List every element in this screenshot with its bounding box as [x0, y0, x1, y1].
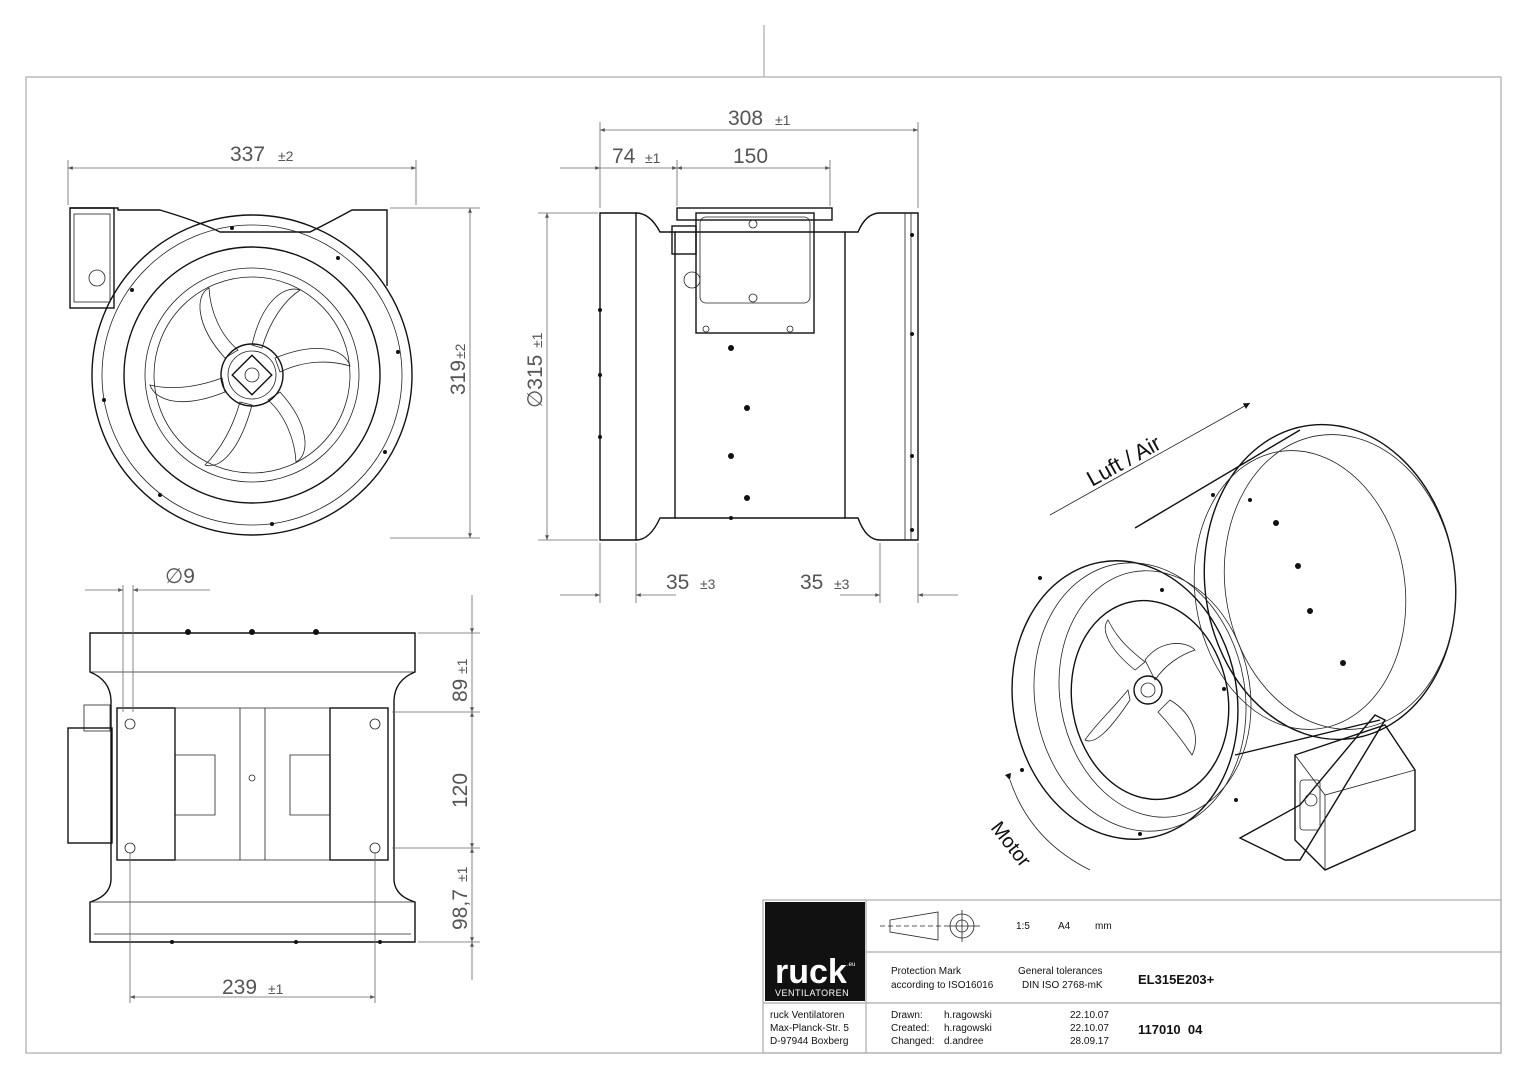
side-right-flange: [844, 212, 919, 541]
dim-box-width: 150: [733, 145, 768, 168]
general-tolerances: General tolerances: [1018, 966, 1103, 977]
title-block: ruck .eu VENTILATOREN 1:5 A4 mm Protecti…: [762, 899, 1502, 1054]
dim-diameter: ∅315: [524, 355, 547, 408]
logo-text: ruck: [775, 953, 847, 991]
changed-date: 28.09.17: [1070, 1036, 1109, 1047]
front-view: [69, 207, 413, 536]
tolerance-standard: DIN ISO 2768-mK: [1022, 980, 1103, 991]
created-date: 22.10.07: [1070, 1023, 1109, 1034]
side-mount-plate: [676, 207, 833, 221]
dim-flange-right-tol: ±3: [834, 576, 850, 592]
isometric-view: Luft / Air: [986, 402, 1457, 872]
iso-impeller-icon: [1084, 619, 1196, 756]
side-view: [598, 207, 919, 541]
motor-label: Motor: [986, 818, 1035, 872]
iso-front-ring: [1011, 560, 1239, 840]
drawn-date: 22.10.07: [1070, 1010, 1109, 1021]
drawn-label: Drawn:: [891, 1010, 923, 1021]
dim-front-width: 337: [230, 143, 265, 166]
company-city: D-97944 Boxberg: [770, 1036, 848, 1047]
dim-bottom-mid: 120: [449, 773, 472, 808]
units: mm: [1095, 921, 1112, 932]
company-street: Max-Planck-Str. 5: [770, 1023, 849, 1034]
ruck-logo: [765, 902, 865, 1001]
dim-front-width-tol: ±2: [278, 148, 294, 164]
dim-bottom-width-tol: ±1: [268, 981, 284, 997]
created-label: Created:: [891, 1023, 929, 1034]
front-cable-gland-icon: [88, 269, 106, 287]
dim-bottom-top: 89: [449, 679, 472, 702]
dim-bottom-low: 98,7: [449, 889, 472, 930]
airflow-label: Luft / Air: [1082, 430, 1165, 491]
side-terminal-box: [695, 212, 815, 334]
created-by: h.ragowski: [944, 1023, 992, 1034]
iso-terminal-box: [1294, 724, 1416, 871]
scale: 1:5: [1016, 921, 1030, 932]
dim-flange-left-tol: ±3: [700, 576, 716, 592]
product-code: EL315E203+: [1138, 972, 1215, 987]
bottom-mount-bracket: [174, 707, 331, 861]
dim-side-length-tol: ±1: [775, 112, 791, 128]
bottom-housing-outline: [89, 632, 416, 943]
bottom-dimensions: ∅9 89 ±1 120 98,7 ±1 239 ±1: [85, 565, 480, 1003]
dim-side-length: 308: [728, 107, 763, 130]
front-outer-ring: [91, 214, 413, 536]
changed-by: d.andree: [944, 1036, 984, 1047]
bottom-view: [67, 629, 416, 944]
bottom-cable-gland-icon: [83, 704, 111, 732]
dim-box-offset-tol: ±1: [645, 150, 661, 166]
front-dimensions: 337 ±2 319 ±2: [67, 143, 480, 539]
dim-flange-left: 35: [666, 571, 689, 594]
front-hub-nut: [231, 354, 273, 396]
dim-front-height: 319: [447, 360, 470, 395]
paper-size: A4: [1058, 921, 1071, 932]
dim-flange-right: 35: [800, 571, 823, 594]
dim-diameter-tol: ±1: [529, 332, 545, 348]
dim-bottom-low-tol: ±1: [454, 866, 470, 882]
side-cable-gland-icon: [671, 225, 697, 255]
side-dimensions: 308 ±1 74 ±1 150 ∅315 ±1 35 ±3 35 ±3: [524, 107, 958, 603]
protection-standard: according to ISO16016: [891, 980, 994, 991]
motor-rotation-arrow-icon: [1004, 772, 1091, 871]
side-left-flange: [599, 212, 637, 541]
front-housing-outline: [70, 207, 388, 286]
dim-hole-dia: ∅9: [165, 565, 195, 588]
logo-subtitle: VENTILATOREN: [775, 988, 849, 998]
protection-mark: Protection Mark: [891, 966, 962, 977]
impeller-icon: [149, 287, 351, 467]
bottom-terminal-box: [67, 727, 113, 844]
drawn-by: h.ragowski: [944, 1010, 992, 1021]
dim-front-height-tol: ±2: [452, 343, 468, 359]
changed-label: Changed:: [891, 1036, 934, 1047]
drawing-number: 117010 04: [1138, 1022, 1203, 1037]
logo-sup: .eu: [847, 962, 855, 968]
dim-bottom-width: 239: [222, 976, 257, 999]
dim-bottom-top-tol: ±1: [454, 658, 470, 674]
projection-symbol-icon: [880, 910, 980, 942]
front-terminal-box: [69, 207, 115, 309]
airflow-arrow-icon: [1049, 402, 1251, 516]
dim-box-offset: 74: [612, 145, 636, 168]
company-name: ruck Ventilatoren: [770, 1010, 845, 1021]
